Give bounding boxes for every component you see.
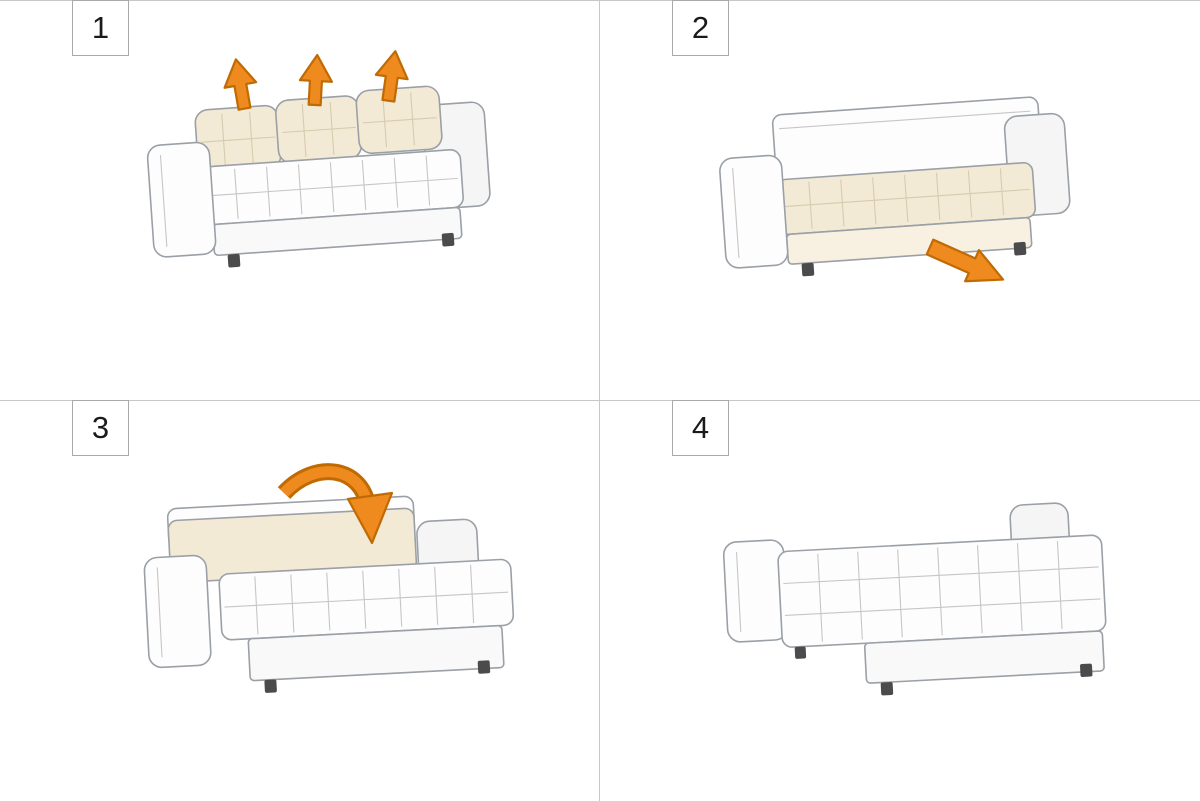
sofa-drawing [143, 495, 515, 693]
step-2-number-box: 2 [672, 0, 729, 56]
step-2-illustration-pull-out-base [719, 96, 1071, 283]
step-1-illustration-lift-cushions [146, 50, 491, 268]
step-3-number-box: 3 [72, 400, 129, 456]
back-cushions [194, 85, 443, 174]
step-4-panel: 4 [600, 400, 1200, 801]
step-2-panel: 2 [600, 0, 1200, 401]
step-3-illustration-fold-backrest [143, 463, 515, 693]
step-4-illustration-bed-ready [722, 502, 1107, 696]
step-number: 3 [91, 410, 110, 445]
step-number: 1 [91, 10, 110, 45]
fold-forward-arrow-icon [277, 463, 394, 545]
sofa-bed-drawing [722, 502, 1107, 696]
sofa-drawing [719, 96, 1071, 277]
step-1-number-box: 1 [72, 0, 129, 56]
step-1-panel: 1 [0, 0, 600, 401]
three-up-arrows-icon [223, 50, 409, 111]
step-4-number-box: 4 [672, 400, 729, 456]
sofa-drawing [146, 85, 491, 268]
step-3-panel: 3 [0, 400, 600, 801]
step-number: 2 [691, 10, 710, 45]
step-number: 4 [691, 410, 710, 445]
pull-out-arrow-icon [925, 238, 1005, 283]
